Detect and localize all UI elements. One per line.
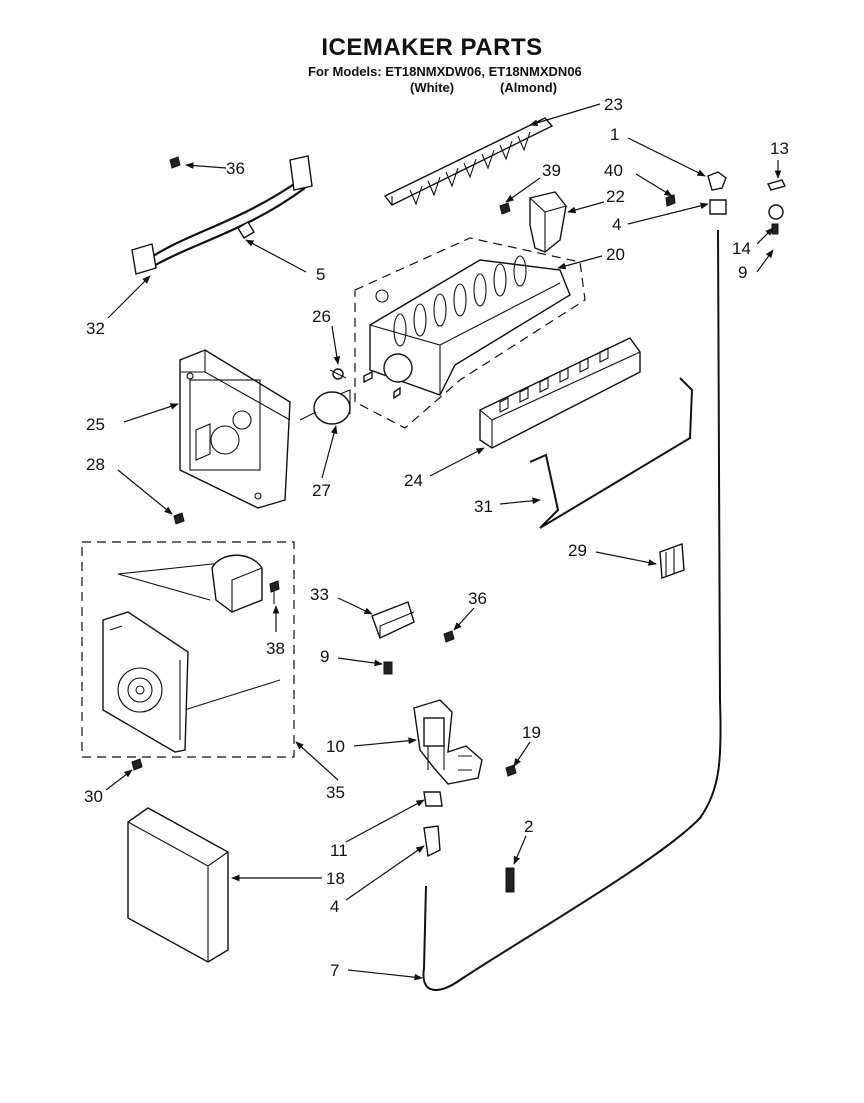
callout-4-bottom: 4 bbox=[330, 897, 339, 916]
callout-32: 32 bbox=[86, 319, 105, 338]
callout-39: 39 bbox=[542, 161, 561, 180]
part-29-clip bbox=[659, 543, 685, 579]
callout-40: 40 bbox=[604, 161, 623, 180]
part-18-cover bbox=[127, 807, 229, 963]
callout-13: 13 bbox=[770, 139, 789, 158]
callout-9-middle: 9 bbox=[320, 647, 329, 666]
part-30-screw bbox=[131, 758, 143, 771]
callout-29: 29 bbox=[568, 541, 587, 560]
part-23-ejector-rail bbox=[383, 117, 554, 206]
callout-27: 27 bbox=[312, 481, 331, 500]
callout-20: 20 bbox=[606, 245, 625, 264]
part-11-nut bbox=[423, 791, 443, 807]
callout-7: 7 bbox=[330, 961, 339, 980]
part-33-bracket bbox=[371, 601, 415, 639]
leader-lines bbox=[105, 103, 782, 981]
models-line: For Models: ET18NMXDW06, ET18NMXDN06 bbox=[308, 64, 582, 79]
callout-36-middle: 36 bbox=[468, 589, 487, 608]
callout-36-top: 36 bbox=[226, 159, 245, 178]
part-40-screw bbox=[665, 194, 676, 207]
callout-30: 30 bbox=[84, 787, 103, 806]
callout-labels: 36 5 32 23 1 40 4 13 14 9 39 22 20 26 25… bbox=[84, 95, 789, 980]
part-14-clamp bbox=[768, 204, 784, 235]
callout-33: 33 bbox=[310, 585, 329, 604]
part-22-fill-cup bbox=[529, 191, 567, 253]
callout-10: 10 bbox=[326, 737, 345, 756]
part-25-control-housing bbox=[179, 349, 291, 509]
callout-18: 18 bbox=[326, 869, 345, 888]
page-title: ICEMAKER PARTS bbox=[321, 34, 543, 61]
callout-11: 11 bbox=[330, 841, 348, 860]
callout-22: 22 bbox=[606, 187, 625, 206]
callout-26: 26 bbox=[312, 307, 331, 326]
callout-2: 2 bbox=[524, 817, 533, 836]
part-4-tube-insert-lower bbox=[423, 825, 441, 858]
part-24-bracket bbox=[479, 337, 641, 449]
variant-white: (White) bbox=[410, 80, 455, 95]
part-10-water-valve bbox=[413, 699, 483, 785]
part-39-screw bbox=[499, 202, 511, 215]
part-2-clip bbox=[505, 867, 515, 893]
callout-5: 5 bbox=[316, 265, 325, 284]
callout-19: 19 bbox=[522, 723, 541, 742]
part-9-screw-middle bbox=[383, 661, 393, 675]
callout-4-top: 4 bbox=[612, 215, 621, 234]
part-20-ice-mold bbox=[354, 237, 586, 429]
part-36-screw-middle bbox=[443, 630, 455, 643]
part-28-screw bbox=[173, 512, 185, 525]
variant-almond: (Almond) bbox=[500, 80, 558, 95]
callout-9-top: 9 bbox=[738, 263, 747, 282]
part-13-pin bbox=[766, 179, 787, 191]
part-32-wire-harness bbox=[131, 155, 313, 275]
part-36-screw-top bbox=[169, 156, 181, 169]
callout-28: 28 bbox=[86, 455, 105, 474]
callout-1: 1 bbox=[610, 125, 619, 144]
part-27-motor bbox=[299, 389, 351, 425]
callout-23: 23 bbox=[604, 95, 623, 114]
part-31-shutoff-arm bbox=[529, 377, 694, 529]
callout-35: 35 bbox=[326, 783, 345, 802]
part-38-screw bbox=[269, 580, 280, 604]
part-1-fitting-top bbox=[707, 171, 727, 215]
part-35-module-assembly bbox=[81, 541, 295, 758]
part-19-screw bbox=[505, 764, 517, 777]
callout-24: 24 bbox=[404, 471, 423, 490]
callout-38: 38 bbox=[266, 639, 285, 658]
callout-14: 14 bbox=[732, 239, 751, 258]
part-26-gear bbox=[329, 368, 347, 380]
callout-25: 25 bbox=[86, 415, 105, 434]
callout-31: 31 bbox=[474, 497, 493, 516]
part-7-fill-tube bbox=[422, 229, 722, 991]
